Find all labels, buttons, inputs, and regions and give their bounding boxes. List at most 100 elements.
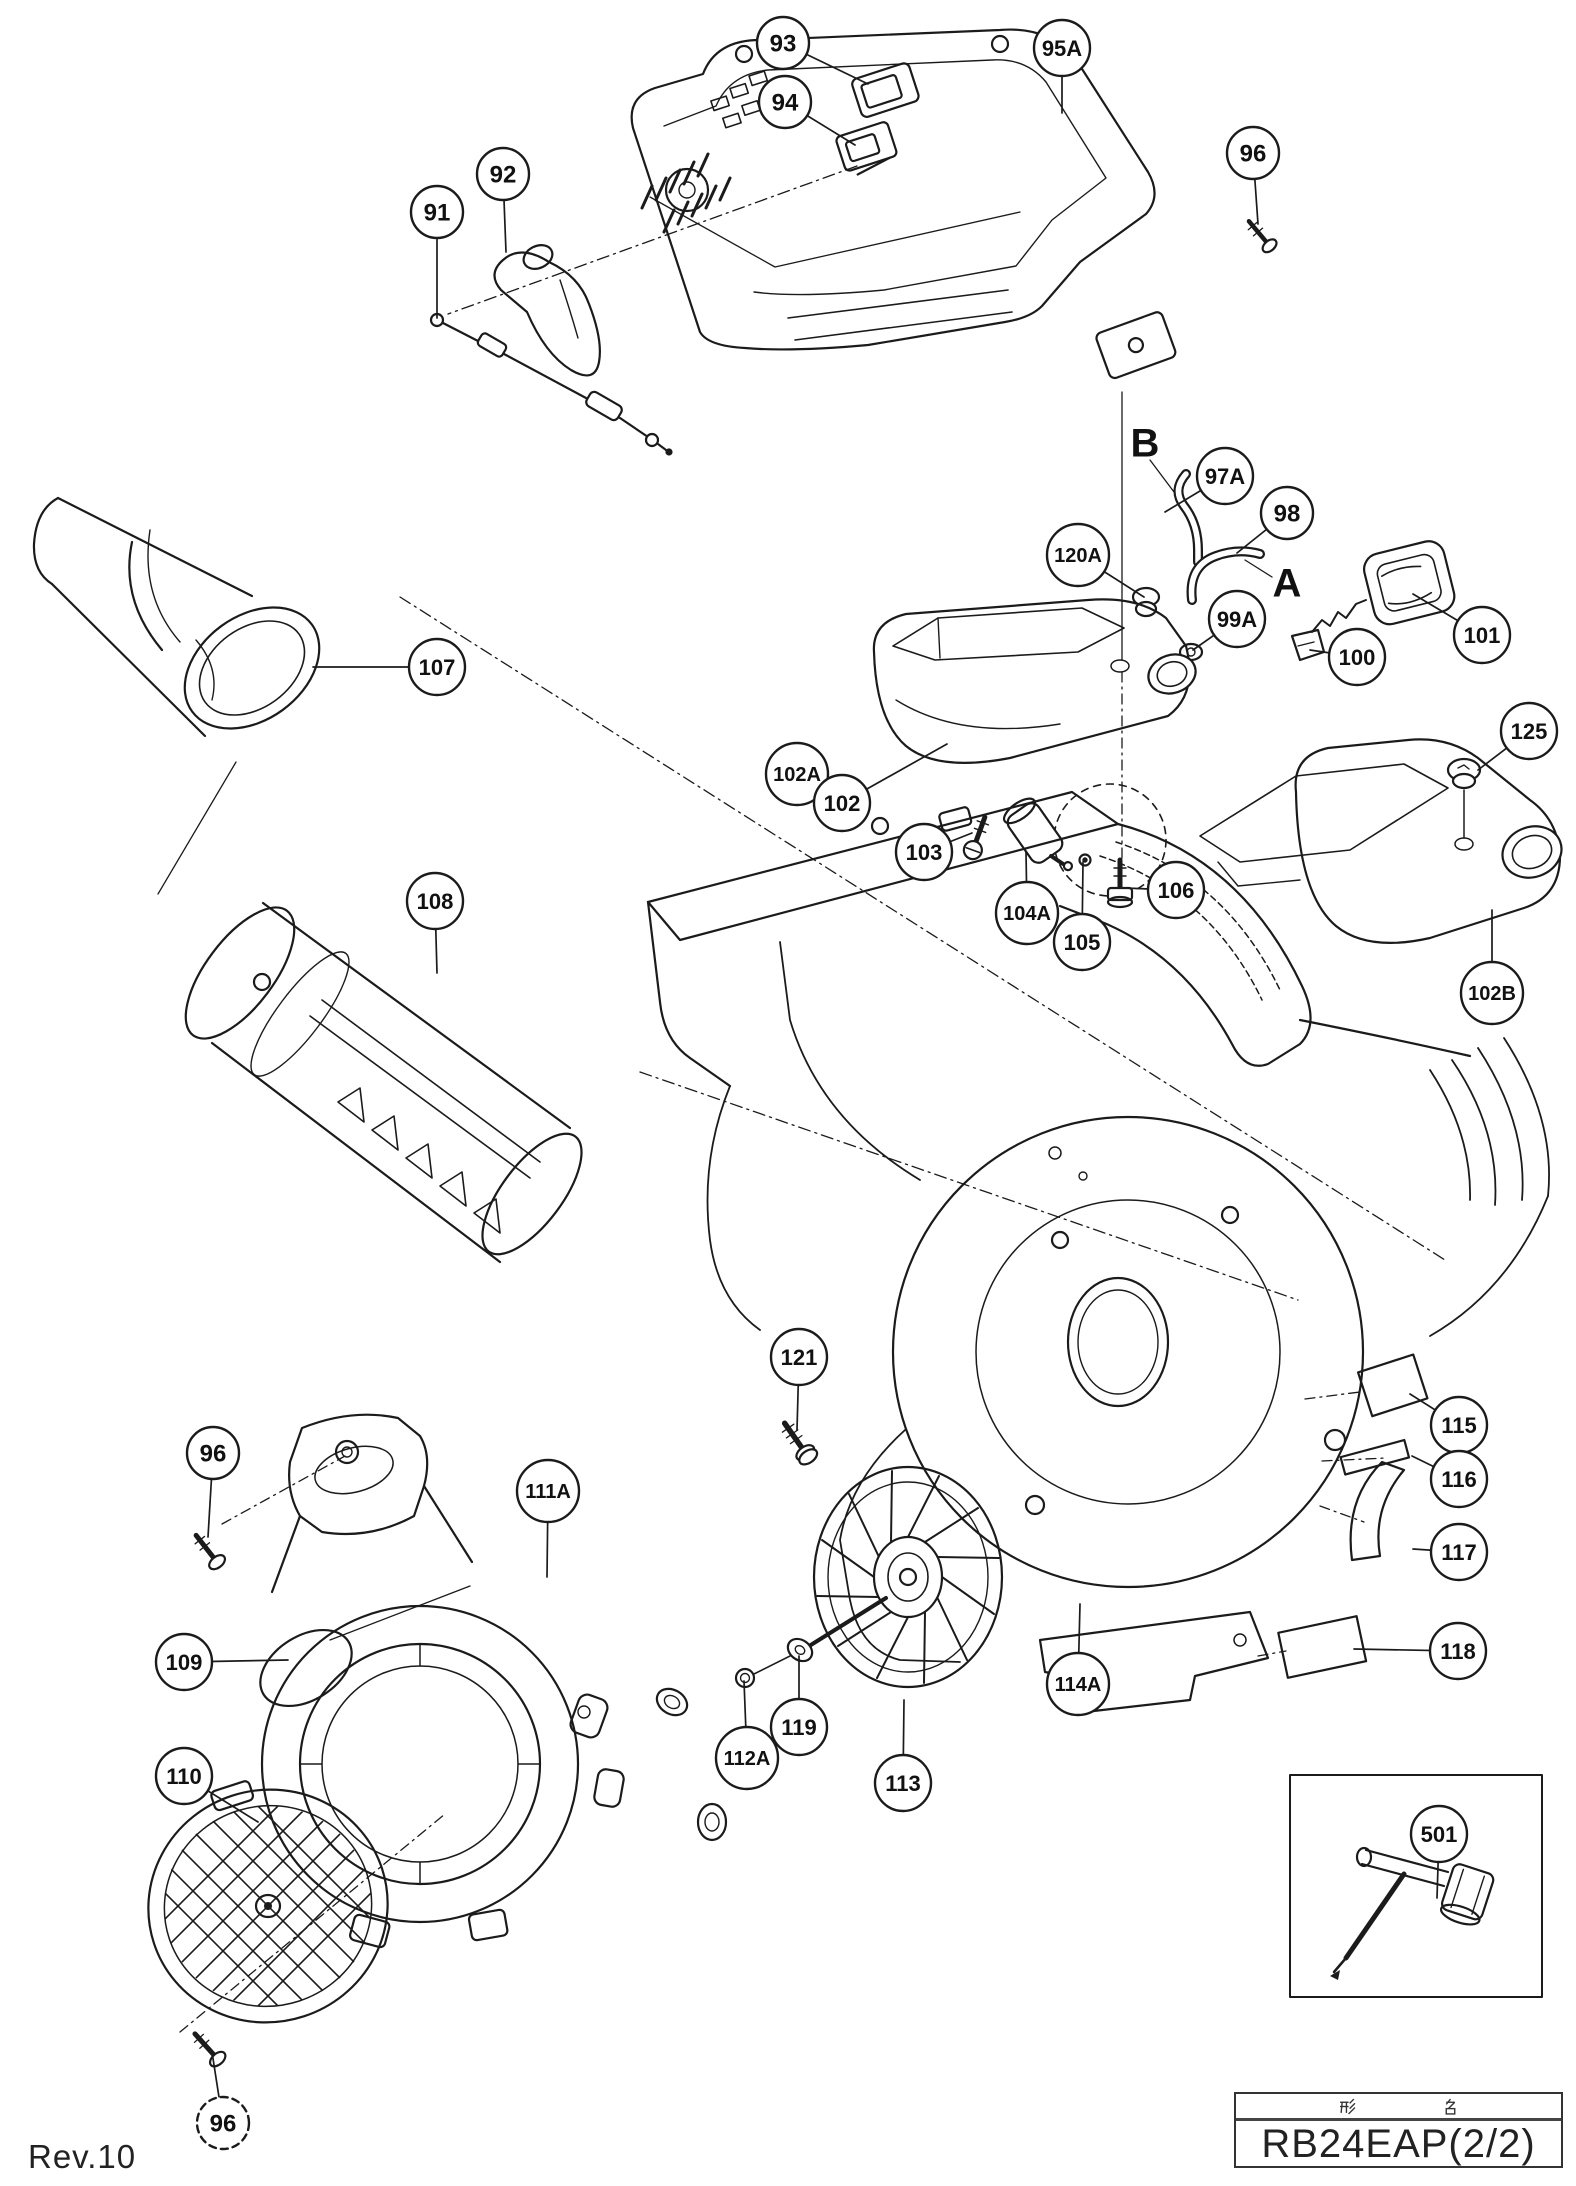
svg-text:120A: 120A: [1054, 545, 1102, 567]
callout-leader-lines: [183, 42, 1530, 2124]
svg-text:114A: 114A: [1055, 1674, 1102, 1696]
callout-118: 118: [1428, 1621, 1488, 1681]
svg-text:93: 93: [770, 31, 797, 58]
svg-text:121: 121: [781, 1345, 818, 1370]
svg-text:109: 109: [166, 1650, 203, 1675]
part-sketch-fuel-pipes: [1131, 469, 1265, 662]
part-sketch-inlet-grid: [147, 1780, 389, 2024]
svg-text:95A: 95A: [1042, 36, 1082, 61]
callout-96: 96: [1225, 125, 1281, 181]
model-table-header: [1236, 2094, 1561, 2121]
callout-96: 96: [195, 2095, 251, 2151]
svg-text:103: 103: [906, 840, 943, 865]
svg-text:115: 115: [1441, 1413, 1477, 1438]
callout-93: 93: [755, 15, 811, 71]
callout-110: 110: [154, 1746, 214, 1806]
callout-91: 91: [409, 184, 465, 240]
part-sketch-blower-tube: [184, 901, 583, 1264]
callout-109: 109: [154, 1632, 214, 1692]
model-name-value: RB24EAP(2/2): [1261, 2122, 1536, 2166]
svg-text:96: 96: [210, 2111, 237, 2138]
svg-text:102B: 102B: [1468, 983, 1516, 1005]
callout-103: 103: [894, 822, 954, 882]
callout-120A: 120A: [1045, 522, 1111, 588]
callout-119: 119: [769, 1697, 829, 1757]
part-sketch-starter-housing: [630, 28, 1177, 380]
part-sketch-tank-hardware: [962, 797, 1134, 909]
part-sketch-screws: [192, 219, 1278, 2068]
svg-text:119: 119: [781, 1715, 817, 1740]
callout-107: 107: [407, 637, 467, 697]
callout-102A: 102A: [764, 741, 830, 807]
svg-text:96: 96: [200, 1441, 227, 1468]
part-sketch-fan-cover: [260, 1413, 728, 1949]
part-sketch-trigger-and-cable: [429, 244, 673, 456]
svg-text:99A: 99A: [1217, 607, 1257, 632]
svg-text:91: 91: [424, 200, 451, 227]
part-sketch-switches: [835, 62, 920, 176]
svg-text:96: 96: [1240, 141, 1267, 168]
kanji-name-glyph: [1442, 2098, 1459, 2115]
callout-95A: 95A: [1032, 18, 1092, 78]
callout-115: 115: [1429, 1395, 1489, 1455]
callout-98: 98: [1259, 485, 1315, 541]
callout-101: 101: [1452, 605, 1512, 665]
callout-501: 501: [1409, 1804, 1469, 1864]
callout-99A: 99A: [1207, 589, 1267, 649]
callout-116: 116: [1429, 1449, 1489, 1509]
callout-113: 113: [873, 1753, 933, 1813]
construction-lines: [157, 165, 1465, 2033]
part-sketch-fuel-tank: [872, 598, 1197, 764]
callout-97A: 97A: [1195, 446, 1255, 506]
view-labels: BA: [1131, 421, 1302, 605]
svg-text:105: 105: [1064, 930, 1101, 955]
callout-96: 96: [185, 1425, 241, 1481]
callout-balloons: 9192939495A9697A98120A99A100101125102A10…: [154, 15, 1559, 2151]
svg-text:112A: 112A: [724, 1748, 771, 1770]
part-sketch-seal: [259, 1628, 353, 1708]
svg-text:97A: 97A: [1205, 464, 1245, 489]
svg-text:98: 98: [1274, 501, 1301, 528]
view-label-A: A: [1273, 561, 1302, 605]
svg-text:101: 101: [1464, 623, 1501, 648]
part-sketch-fuel-tank-b: [1199, 738, 1563, 944]
callout-108: 108: [405, 871, 465, 931]
model-name-table: RB24EAP(2/2): [1234, 2092, 1563, 2168]
callout-112A: 112A: [714, 1725, 780, 1791]
svg-text:118: 118: [1440, 1639, 1476, 1664]
callout-121: 121: [769, 1327, 829, 1387]
callout-125: 125: [1499, 701, 1559, 761]
svg-text:104A: 104A: [1003, 903, 1051, 925]
svg-text:116: 116: [1441, 1467, 1477, 1492]
callout-102: 102: [812, 773, 872, 833]
part-sketch-fan: [734, 1465, 1004, 1689]
part-sketch-box-wrench: [1289, 1774, 1543, 1998]
svg-text:102A: 102A: [773, 764, 821, 786]
svg-text:113: 113: [885, 1771, 921, 1796]
kanji-model-glyph: [1339, 2098, 1356, 2115]
svg-text:110: 110: [166, 1764, 202, 1789]
part-sketch-blower-housing: [646, 790, 1550, 1714]
part-sketch-labels: [1277, 1353, 1429, 1679]
callout-100: 100: [1327, 627, 1387, 687]
callout-92: 92: [475, 146, 531, 202]
part-sketch-nozzle: [32, 496, 321, 738]
svg-text:125: 125: [1511, 719, 1548, 744]
callout-114A: 114A: [1045, 1651, 1111, 1717]
callout-106: 106: [1146, 860, 1206, 920]
svg-text:92: 92: [490, 162, 517, 189]
callout-111A: 111A: [515, 1458, 581, 1524]
svg-text:106: 106: [1158, 878, 1195, 903]
revision-text: Rev.10: [28, 2138, 137, 2175]
svg-text:501: 501: [1421, 1822, 1458, 1847]
callout-102B: 102B: [1459, 960, 1525, 1026]
callout-94: 94: [757, 74, 813, 130]
svg-text:107: 107: [419, 655, 456, 680]
callout-117: 117: [1429, 1522, 1489, 1582]
svg-text:100: 100: [1339, 645, 1376, 670]
svg-text:108: 108: [417, 889, 454, 914]
svg-text:102: 102: [824, 791, 861, 816]
svg-text:117: 117: [1441, 1540, 1477, 1565]
